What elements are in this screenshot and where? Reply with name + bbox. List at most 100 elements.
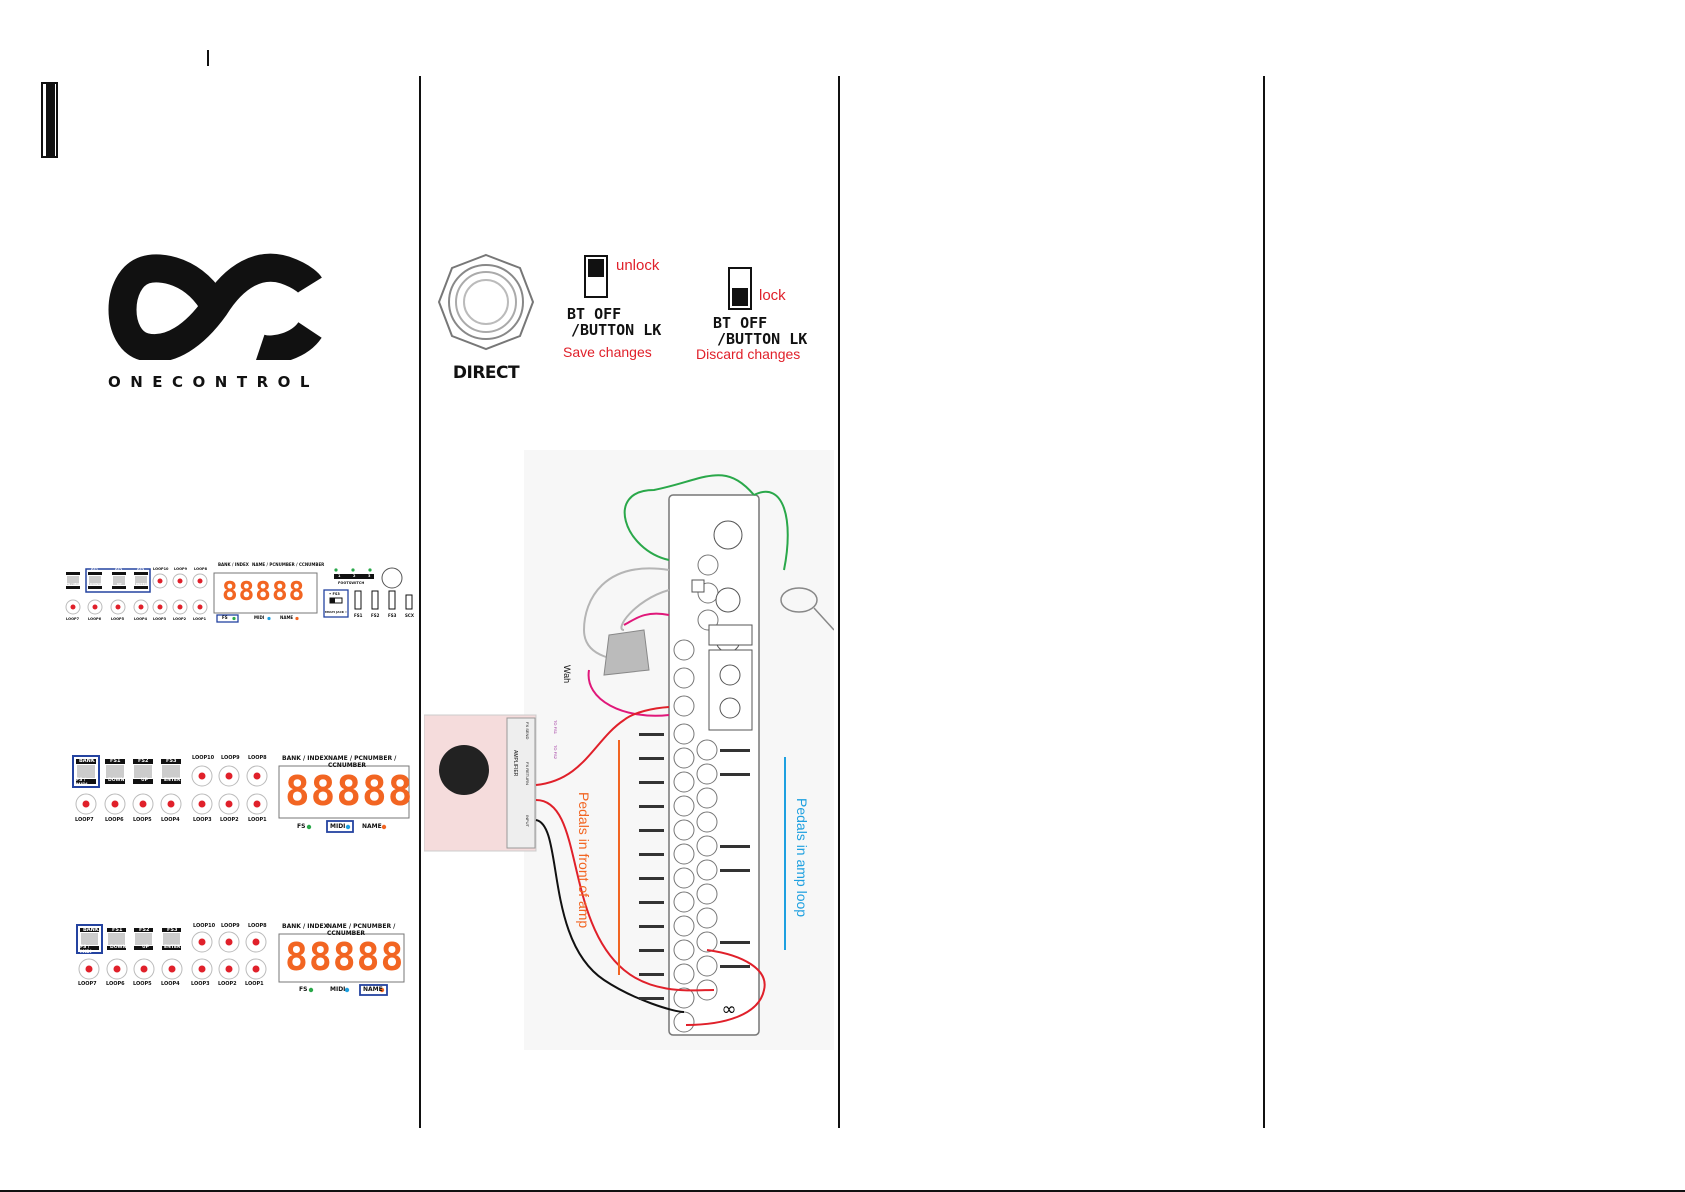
panel-2-display-header-name: NAME / PCNUMBER / CCNUMBER: [328, 755, 397, 769]
panel-3-indicator-name: NAME: [363, 986, 383, 993]
panel-2-loop6: LOOP6: [105, 817, 124, 823]
panel-1-jack-fs1: FS1: [354, 613, 363, 618]
panel-1-sub-up: UP: [117, 582, 122, 586]
panel-1-graphic: [65, 567, 413, 623]
panel-1-sub-down: DOWN: [90, 582, 101, 586]
guitar-icon: [780, 587, 835, 631]
lock-bt-off: BT OFF: [713, 314, 768, 332]
panel-3-loop4: LOOP4: [161, 981, 180, 987]
unlock-switch-icon: [584, 255, 608, 298]
panel-1-jack-fs3: FS3: [388, 613, 397, 618]
panel-1-indicator-fs: FS: [222, 615, 228, 620]
to-fs1-label: TO FS1: [553, 720, 558, 734]
panel-3-loop9: LOOP9: [221, 923, 240, 929]
unlock-bt-off: BT OFF: [567, 305, 622, 323]
panel-3-graphic: [76, 924, 405, 996]
panel-2-sub-enter: ENTER: [164, 778, 181, 783]
panel-3-sub-down: DOWN: [110, 945, 127, 950]
save-changes-caption: Save changes: [563, 344, 652, 360]
panel-1-selector-bottom: MULTI JACK •: [325, 610, 347, 614]
panel-2-loop3: LOOP3: [193, 817, 212, 823]
panel-3-loop10: LOOP10: [193, 923, 216, 929]
panel-2-button-fs1: FS1: [110, 758, 121, 764]
panel-1-button-fs1: FS1: [91, 568, 99, 572]
panel-3-display-header-name: NAME / PCNUMBER / CCNUMBER: [327, 923, 396, 937]
panel-3-loop7: LOOP7: [78, 981, 97, 987]
pedals-loop-label: Pedals in amp loop: [794, 798, 810, 918]
lock-button-lk: /BUTTON LK: [717, 330, 808, 348]
panel-1-indicator-midi: MIDI: [254, 615, 265, 620]
panel-3-indicator-fs: FS: [299, 986, 308, 993]
panel-2-button-fs3: FS3: [166, 758, 177, 764]
panel-3-button-fs1: FS1: [112, 927, 123, 933]
wah-pedal-icon: [603, 629, 650, 676]
unlock-button-lk: /BUTTON LK: [571, 321, 662, 339]
panel-3-button-fs2: FS2: [139, 927, 150, 933]
panel-3-display-header-bank: BANK / INDEX: [282, 923, 329, 930]
control-panel-1: BANK / INDEX NAME / PCNUMBER / CCNUMBER …: [62, 562, 422, 625]
onecontrol-logo: ONECONTROL: [100, 250, 330, 400]
panel-3-sub-enter: ENTER: [164, 945, 181, 950]
amp-fx-return-label: FX RETURN: [525, 762, 530, 785]
panel-1-loop9: LOOP9: [174, 567, 188, 571]
panel-2-graphic: [72, 755, 410, 833]
panel-3-loop3: LOOP3: [191, 981, 210, 987]
amp-fx-send-label: FX SEND: [525, 722, 530, 740]
panel-2-indicator-name: NAME: [362, 823, 382, 830]
amp-input-label: INPUT: [525, 815, 530, 827]
direct-jack-icon: [437, 253, 535, 351]
panel-3-sub-fsmidi: FS / MIDI: [80, 945, 92, 955]
panel-2-button-bank: BANK: [79, 758, 95, 764]
panel-2-loop4: LOOP4: [161, 817, 180, 823]
panel-1-button-fs3: FS3: [137, 568, 145, 572]
control-panel-3: BANK / INDEX NAME / PCNUMBER / CCNUMBER …: [76, 921, 416, 1001]
panel-1-button-fs2: FS2: [115, 568, 123, 572]
corner-bar: [41, 82, 58, 158]
panel-2-display-digits: 88888: [285, 767, 414, 815]
panel-3-loop2: LOOP2: [218, 981, 237, 987]
panel-1-display-digits: 88888: [222, 577, 306, 607]
panel-1-indicator-name: NAME: [280, 615, 294, 620]
panel-2-loop2: LOOP2: [220, 817, 239, 823]
logo-symbol: [108, 253, 322, 364]
panel-2-display-header-bank: BANK / INDEX: [282, 755, 329, 762]
panel-1-display-header-bank: BANK / INDEX: [218, 562, 249, 567]
panel-1-loop1: LOOP1: [193, 617, 207, 621]
panel-1-loop8: LOOP8: [194, 567, 208, 571]
amplifier-icon: [423, 714, 537, 852]
unlock-label: unlock: [616, 257, 660, 274]
panel-2-indicator-midi: MIDI: [330, 823, 346, 830]
to-fs2-label: TO FS2: [553, 745, 558, 759]
panel-3-display-digits: 88888: [285, 935, 405, 979]
column-divider-3: [1263, 76, 1265, 1128]
panel-1-button-bank: BANK: [68, 568, 80, 572]
panel-2-loop8: LOOP8: [248, 755, 267, 761]
panel-2-button-fs2: FS2: [138, 758, 149, 764]
discard-changes-caption: Discard changes: [696, 346, 801, 362]
panel-1-loop2: LOOP2: [173, 617, 187, 621]
panel-3-loop6: LOOP6: [106, 981, 125, 987]
panel-3-loop1: LOOP1: [245, 981, 264, 987]
panel-3-button-bank: BANK: [83, 927, 99, 933]
panel-2-sub-up: UP: [141, 778, 148, 783]
lock-switch-icon: [728, 267, 752, 310]
unlock-switch-block: unlock BT OFF /BUTTON LK Save changes: [563, 255, 697, 365]
bottom-border: [0, 1190, 1685, 1192]
lock-label: lock: [759, 287, 786, 304]
panel-2-loop9: LOOP9: [221, 755, 240, 761]
panel-1-display-header-name: NAME / PCNUMBER / CCNUMBER: [252, 562, 325, 567]
panel-3-sub-up: UP: [142, 945, 149, 950]
column-divider-1: [419, 76, 421, 1128]
panel-1-loop10: LOOP10: [153, 567, 169, 571]
panel-1-jack-scx: SCX: [405, 613, 414, 618]
panel-1-selector-top: • FS3: [329, 592, 340, 596]
wiring-diagram: ∞: [423, 450, 835, 1050]
panel-2-sub-down: DOWN: [108, 778, 125, 783]
panel-1-footswitch-label: FOOTSWITCH: [338, 581, 365, 585]
wah-label: Wah: [562, 665, 572, 684]
panel-1-loop6: LOOP6: [88, 617, 102, 621]
panel-2-loop1: LOOP1: [248, 817, 267, 823]
column-divider-2: [838, 76, 840, 1128]
panel-3-loop5: LOOP5: [133, 981, 152, 987]
switcher-unit-icon: ∞: [668, 494, 760, 1036]
